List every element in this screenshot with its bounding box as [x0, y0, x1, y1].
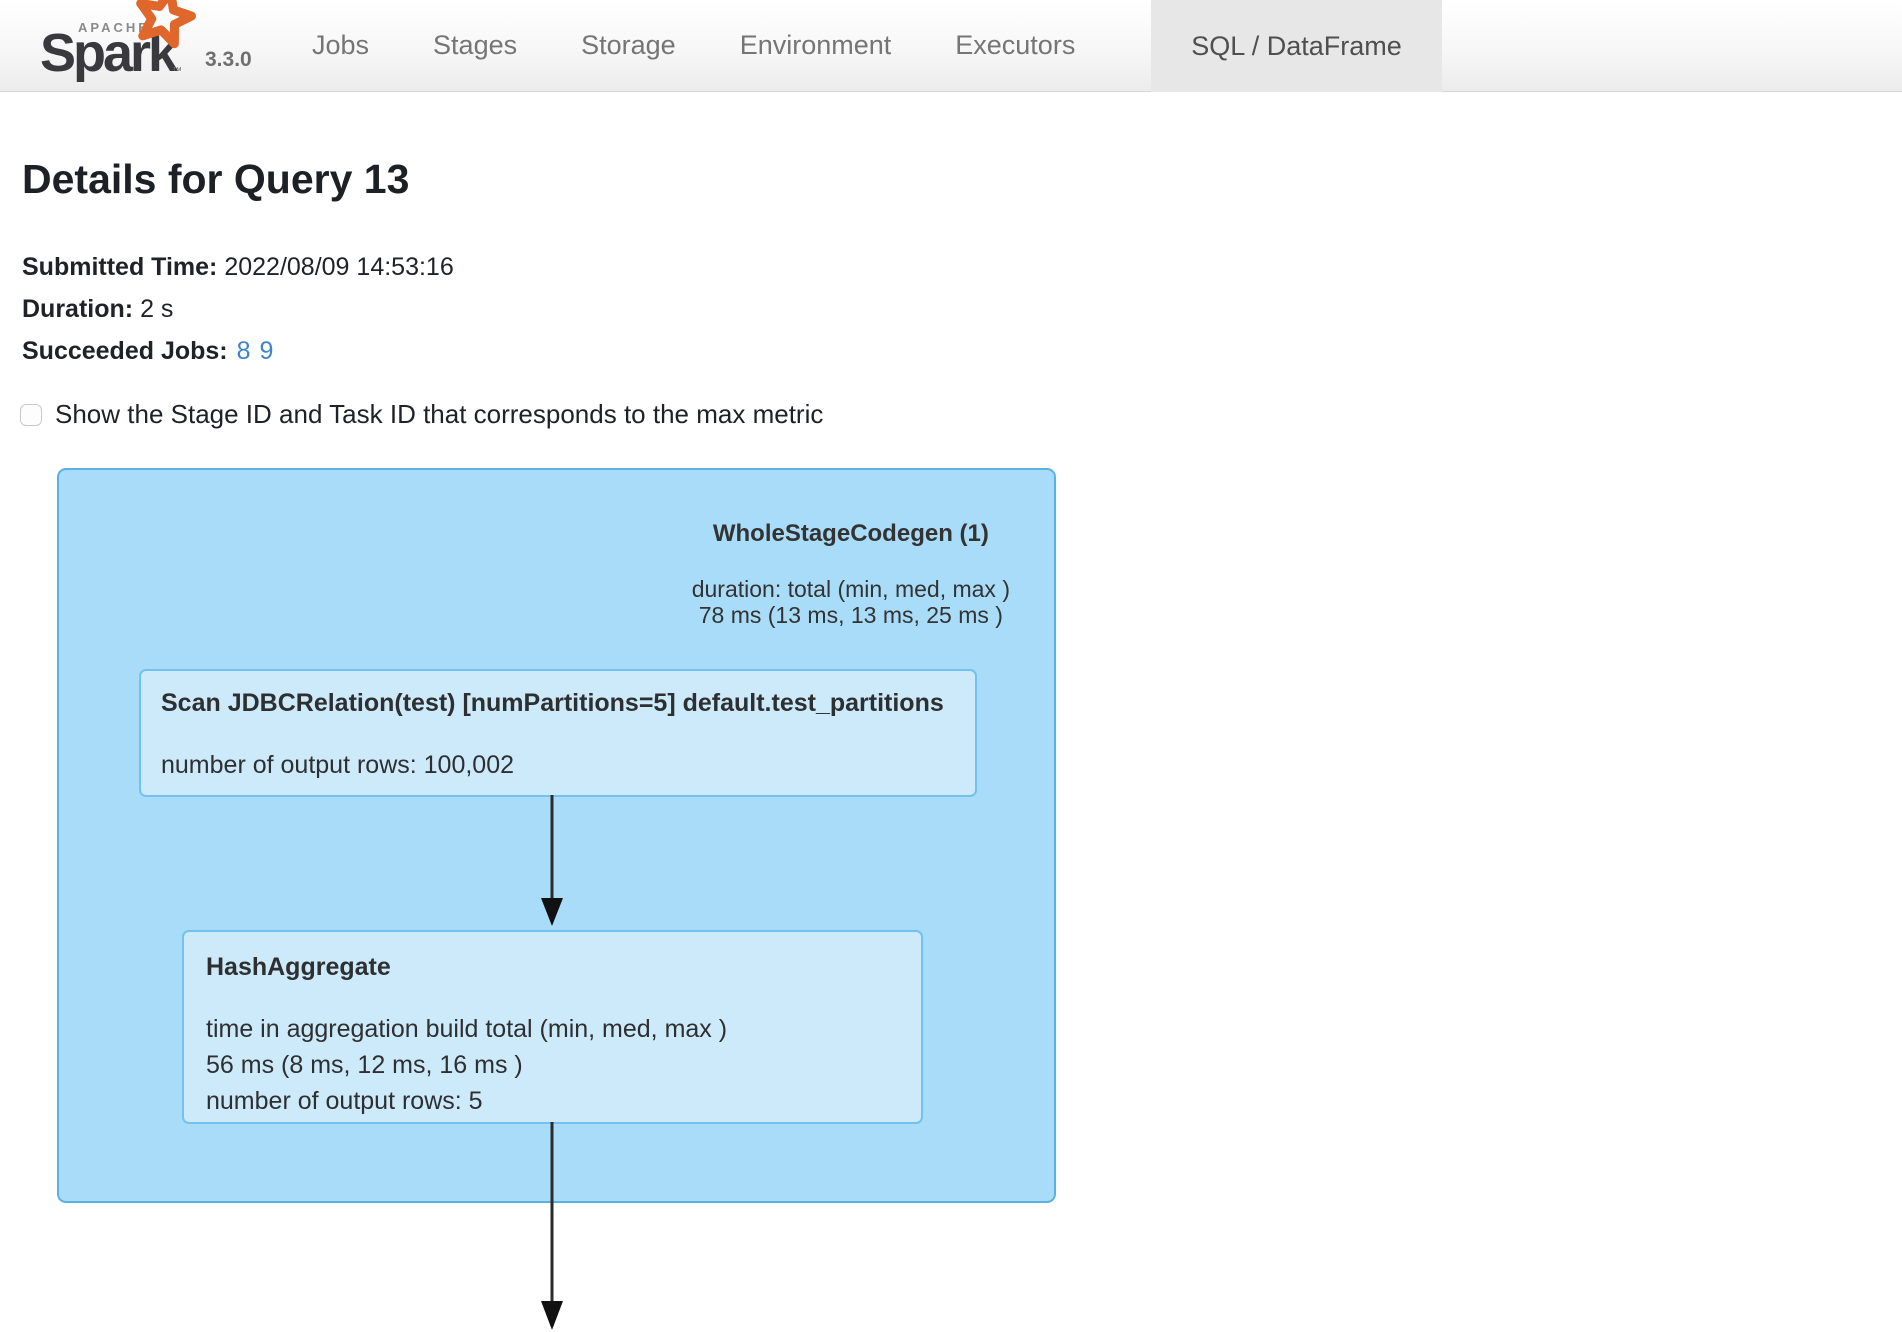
- max-metric-checkbox-label: Show the Stage ID and Task ID that corre…: [55, 399, 824, 429]
- cluster-title: WholeStageCodegen (1): [712, 520, 989, 547]
- apache-label: APACHE: [78, 20, 150, 35]
- nav-item-executors[interactable]: Executors: [955, 30, 1076, 60]
- nav-menu: Jobs Stages Storage Environment Executor…: [312, 0, 1075, 91]
- duration-row: Duration: 2 s: [22, 288, 454, 330]
- trademark-symbol: ™: [172, 66, 182, 77]
- submitted-time-label: Submitted Time:: [22, 253, 218, 281]
- spark-version: 3.3.0: [205, 48, 252, 71]
- top-navbar: APACHE Spark ™ 3.3.0 Jobs Stages Storage…: [0, 0, 1902, 92]
- duration-value: 2 s: [140, 295, 174, 323]
- max-metric-toggle-row: Show the Stage ID and Task ID that corre…: [20, 399, 823, 430]
- cluster-label: WholeStageCodegen (1) duration: total (m…: [692, 520, 1010, 628]
- submitted-time-value: 2022/08/09 14:53:16: [224, 253, 454, 281]
- scan-node-title: Scan JDBCRelation(test) [numPartitions=5…: [161, 689, 944, 717]
- hash-node-metric-rows: number of output rows: 5: [206, 1087, 483, 1115]
- spark-star-icon: [125, 0, 203, 57]
- page-title: Details for Query 13: [22, 156, 410, 202]
- hash-node-metric-values: 56 ms (8 ms, 12 ms, 16 ms ): [206, 1051, 523, 1079]
- duration-label: Duration:: [22, 295, 134, 323]
- job-link-8[interactable]: 8: [236, 337, 251, 365]
- nav-tab-sql-dataframe[interactable]: SQL / DataFrame: [1151, 0, 1442, 92]
- nav-item-jobs[interactable]: Jobs: [312, 30, 370, 60]
- hash-node-metric-time: time in aggregation build total (min, me…: [206, 1015, 728, 1043]
- cluster-duration-values: 78 ms (13 ms, 13 ms, 25 ms ): [698, 602, 1003, 628]
- scan-jdbc-node: Scan JDBCRelation(test) [numPartitions=5…: [139, 669, 977, 797]
- job-link-9[interactable]: 9: [259, 337, 274, 365]
- submitted-time-row: Submitted Time: 2022/08/09 14:53:16: [22, 246, 454, 288]
- succeeded-jobs-label: Succeeded Jobs:: [22, 337, 228, 365]
- hash-node-title: HashAggregate: [206, 953, 391, 981]
- nav-item-stages[interactable]: Stages: [433, 30, 518, 60]
- query-metadata: Submitted Time: 2022/08/09 14:53:16 Dura…: [22, 246, 454, 372]
- nav-item-storage[interactable]: Storage: [581, 30, 676, 60]
- max-metric-checkbox[interactable]: [20, 403, 42, 426]
- hashaggregate-node: HashAggregate time in aggregation build …: [182, 930, 923, 1124]
- scan-node-metric: number of output rows: 100,002: [161, 751, 515, 779]
- cluster-duration-header: duration: total (min, med, max ): [691, 576, 1010, 602]
- nav-item-environment[interactable]: Environment: [739, 30, 892, 60]
- wholestagecodegen-cluster: WholeStageCodegen (1) duration: total (m…: [57, 468, 1056, 1203]
- spark-logo: APACHE Spark ™: [20, 0, 240, 91]
